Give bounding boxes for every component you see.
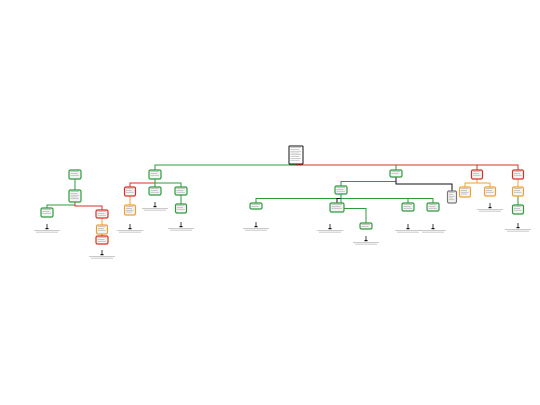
leaf-l4 xyxy=(142,202,168,211)
leaf-l3 xyxy=(117,224,143,233)
node-n10[interactable] xyxy=(123,204,137,216)
node-box-n6 xyxy=(95,224,109,235)
leaf-marker xyxy=(406,228,410,230)
node-n24[interactable] xyxy=(511,169,525,180)
edge-n21-n23 xyxy=(476,179,491,187)
node-n8[interactable] xyxy=(148,169,162,180)
leaf-marker xyxy=(328,228,332,230)
node-n6[interactable] xyxy=(95,224,109,235)
node-box-n27 xyxy=(359,222,373,230)
edge-n15-n27 xyxy=(340,194,367,223)
node-box-n12 xyxy=(174,186,188,196)
leaf-marker xyxy=(516,227,520,229)
node-box-n8 xyxy=(148,169,162,180)
root-port xyxy=(290,164,293,166)
node-n12[interactable] xyxy=(174,186,188,196)
leaf-marker xyxy=(254,226,258,228)
edge-n14-n20 xyxy=(395,177,453,191)
leaf-l10 xyxy=(420,224,446,233)
leaf-l8 xyxy=(353,236,379,245)
node-n23[interactable] xyxy=(483,186,497,197)
node-n21[interactable] xyxy=(470,169,484,180)
node-n14[interactable] xyxy=(389,169,403,178)
node-box-n21 xyxy=(470,169,484,180)
node-n7[interactable] xyxy=(95,235,109,245)
node-box-n11 xyxy=(148,186,162,196)
leaf-marker xyxy=(45,228,49,230)
node-box-n2 xyxy=(68,169,82,180)
node-box-n9 xyxy=(123,186,137,197)
node-n3[interactable] xyxy=(68,189,82,203)
edge-n15-n19 xyxy=(340,194,434,203)
root-port xyxy=(296,164,299,166)
node-n13[interactable] xyxy=(174,203,188,214)
leaf-l11 xyxy=(477,203,503,212)
node-box-n24 xyxy=(511,169,525,180)
node-box-n16 xyxy=(249,202,263,210)
leaf-marker xyxy=(431,228,435,230)
node-box-n4 xyxy=(40,207,54,218)
node-n27[interactable] xyxy=(359,222,373,230)
leaf-marker xyxy=(153,206,157,208)
leaf-l2 xyxy=(89,250,115,259)
leaf-l1 xyxy=(34,224,60,233)
edge-root-n24 xyxy=(295,164,519,170)
node-box-n23 xyxy=(483,186,497,197)
node-n16[interactable] xyxy=(249,202,263,210)
node-n19[interactable] xyxy=(426,202,440,212)
edge-n21-n22 xyxy=(464,179,478,187)
node-n22[interactable] xyxy=(458,186,472,198)
node-box-n17 xyxy=(329,202,345,213)
leaf-l12 xyxy=(505,223,531,232)
node-n20[interactable] xyxy=(446,190,458,204)
node-box-n13 xyxy=(174,203,188,214)
edge-n8-n12 xyxy=(154,179,182,187)
node-n5[interactable] xyxy=(95,209,109,219)
node-n18[interactable] xyxy=(401,202,415,212)
node-n9[interactable] xyxy=(123,186,137,197)
node-n26[interactable] xyxy=(511,204,525,215)
leaf-l6 xyxy=(243,222,269,231)
edge-n14-n15 xyxy=(340,177,397,186)
node-box-n26 xyxy=(511,204,525,215)
edge-n8-n9 xyxy=(129,179,156,187)
nodes-layer xyxy=(40,145,525,245)
node-n25[interactable] xyxy=(511,186,525,197)
edge-n3-n4 xyxy=(46,202,76,208)
node-box-n18 xyxy=(401,202,415,212)
node-n4[interactable] xyxy=(40,207,54,218)
node-n17[interactable] xyxy=(329,202,345,213)
node-box-n5 xyxy=(95,209,109,219)
leaf-marker xyxy=(128,228,132,230)
node-n11[interactable] xyxy=(148,186,162,196)
node-box-n15 xyxy=(334,185,348,195)
leaf-marker xyxy=(179,226,183,228)
leaf-marker xyxy=(364,240,368,242)
leaves-layer xyxy=(34,202,531,259)
root-port xyxy=(293,164,296,166)
leaf-l5 xyxy=(168,222,194,231)
edge-n15-n16 xyxy=(255,194,342,203)
leaf-marker xyxy=(100,254,104,256)
node-box-n7 xyxy=(95,235,109,245)
node-box-n25 xyxy=(511,186,525,197)
node-n2[interactable] xyxy=(68,169,82,180)
edge-n15-n17 xyxy=(336,194,342,203)
leaf-l9 xyxy=(395,224,421,233)
leaf-l7 xyxy=(317,224,343,233)
node-n15[interactable] xyxy=(334,185,348,195)
root-node[interactable] xyxy=(288,145,304,165)
root-port xyxy=(299,164,302,166)
edge-root-n8 xyxy=(154,164,297,170)
leaf-marker xyxy=(488,207,492,209)
edge-n3-n5 xyxy=(74,202,103,210)
node-box-n19 xyxy=(426,202,440,212)
